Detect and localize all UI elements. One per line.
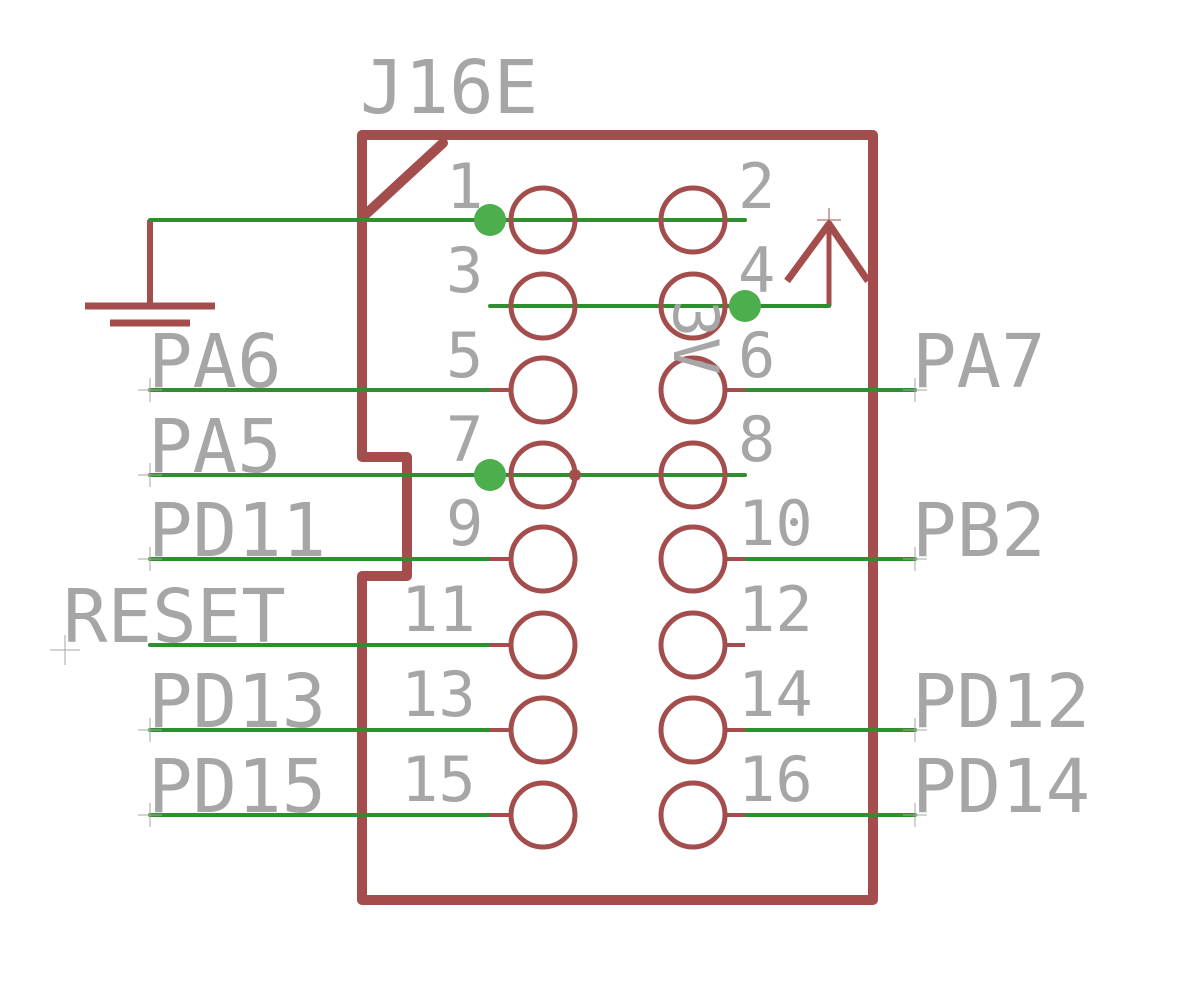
pin-pad-10 [658,524,728,594]
pin-pad-6 [658,355,728,425]
pin-number-16: 16 [738,743,813,816]
pin-pads [508,185,728,850]
junctions [474,204,761,491]
junction-dot-small [569,469,581,481]
pin-number-8: 8 [738,403,775,476]
net-labels-left: PA6 PA5 PD11 RESET PD13 PD15 [63,319,326,830]
net-label-pd12: PD12 [912,659,1090,745]
net-label-pd13: PD13 [148,659,326,745]
net-label-pa7: PA7 [912,319,1046,405]
net-label-pa5: PA5 [148,404,282,490]
junction-dot [474,204,506,236]
pin-number-11: 11 [401,573,476,646]
origin-markers [50,378,927,827]
pin-pad-15 [508,780,578,850]
pin-pad-14 [658,695,728,765]
ground-symbol-icon [85,220,215,327]
net-label-pd15: PD15 [148,744,326,830]
net-label-reset: RESET [63,574,286,660]
pin-pad-4 [658,271,728,341]
power-symbol-icon [784,208,871,306]
pin-number-5: 5 [446,319,483,392]
net-label-pd11: PD11 [148,488,326,574]
pin-number-10: 10 [738,487,813,560]
net-label-pb2: PB2 [912,488,1046,574]
pin-number-6: 6 [738,319,775,392]
pin-numbers: 1 2 3 4 5 6 7 8 9 10 11 12 13 14 15 16 [401,150,813,816]
component-reference: J16E [360,45,538,131]
pin-pad-5 [508,355,578,425]
pin-number-4: 4 [738,234,775,307]
pin-number-3: 3 [446,234,483,307]
pin-number-14: 14 [738,658,813,731]
pin-pad-2 [658,185,728,255]
pin-pad-1 [508,185,578,255]
power-label: 3V [659,300,732,375]
pin-number-2: 2 [738,150,775,223]
pin-pad-16 [658,780,728,850]
pin1-chamfer [360,138,448,220]
pin-pad-13 [508,695,578,765]
pin-number-12: 12 [738,573,813,646]
pin-number-9: 9 [446,487,483,560]
pin-number-7: 7 [446,403,483,476]
pin-number-13: 13 [401,658,476,731]
wires [148,218,917,817]
pin-stubs [490,388,745,817]
pin-pad-11 [508,610,578,680]
net-label-pd14: PD14 [912,744,1090,830]
pin-pad-8 [658,440,728,510]
pin-pad-12 [658,610,728,680]
pin-number-1: 1 [446,150,483,223]
junction-dot [474,459,506,491]
net-labels-right: PA7 PB2 PD12 PD14 [912,319,1090,830]
net-label-pa6: PA6 [148,319,282,405]
power-label-text: 3V [659,300,732,375]
pin-pad-3 [508,271,578,341]
pin-number-15: 15 [401,743,476,816]
junction-dot [729,290,761,322]
pin-pad-9 [508,524,578,594]
